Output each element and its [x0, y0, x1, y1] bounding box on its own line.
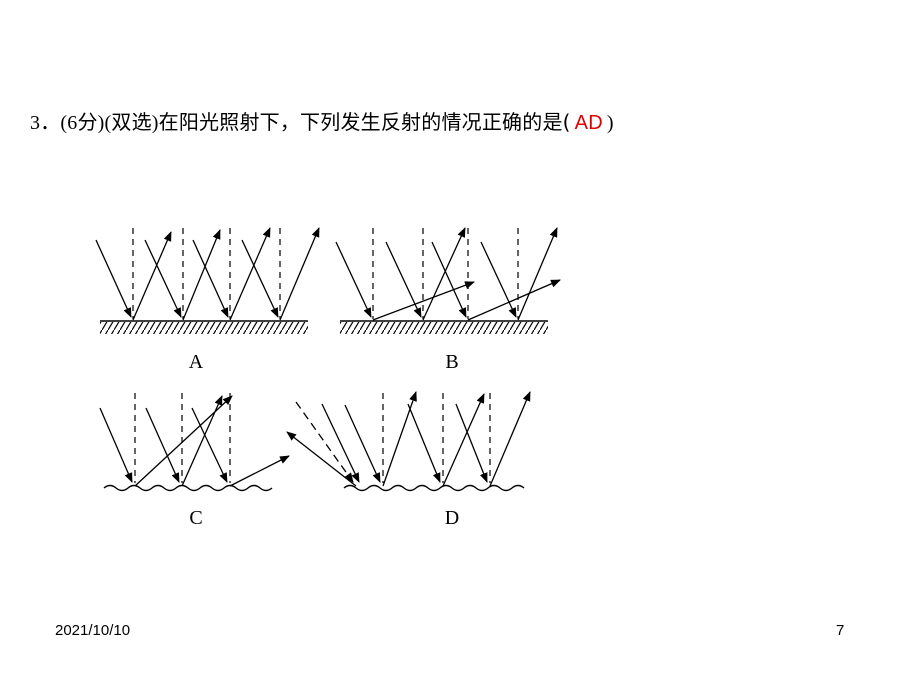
- footer-date: 2021/10/10: [55, 622, 131, 639]
- question-prefix: 3．(6分)(双选): [30, 112, 159, 134]
- reflected-ray: [382, 391, 417, 487]
- incident-ray: [191, 407, 228, 483]
- incident-ray: [241, 239, 279, 318]
- reflected-ray: [279, 227, 320, 321]
- water-surface-c: [103, 484, 273, 492]
- incident-ray: [95, 239, 132, 318]
- question-suffix: ): [606, 112, 614, 134]
- normals-b: [372, 228, 519, 319]
- diagram-a: A: [95, 227, 320, 373]
- reflected-ray: [517, 227, 558, 321]
- incident-ray: [431, 241, 467, 318]
- normals-c: [134, 393, 231, 483]
- incident-ray: [192, 239, 229, 318]
- answer-text: AD: [574, 112, 603, 134]
- incident-ray: [455, 403, 488, 483]
- reflected-ray: [229, 455, 290, 487]
- reflected-ray: [467, 279, 561, 321]
- incident-ray: [321, 403, 360, 483]
- question-text: 3．(6分)(双选)在阳光照射下，下列发生反射的情况正确的是(AD): [30, 106, 614, 135]
- label-d: D: [445, 507, 459, 529]
- incident-ray: [335, 241, 372, 318]
- normals-d: [382, 393, 491, 483]
- reflected-ray: [229, 227, 271, 321]
- diagram-d: D: [286, 391, 531, 529]
- incident-ray: [145, 407, 180, 483]
- mirror-hatch-b: [340, 322, 548, 334]
- normals-a: [132, 228, 281, 319]
- incident-ray: [480, 241, 517, 318]
- mirror-hatch-a: [100, 322, 308, 334]
- reflected-ray: [134, 395, 233, 487]
- reflected-ray: [286, 431, 357, 487]
- incident-ray: [407, 403, 441, 483]
- label-b: B: [445, 351, 458, 373]
- reflected-ray: [442, 393, 485, 487]
- incident-ray: [99, 407, 133, 483]
- incident-ray: [144, 239, 182, 318]
- diagram-c: C: [99, 393, 290, 529]
- reflected-ray: [132, 231, 172, 321]
- incident-ray: [385, 241, 422, 318]
- incident-ray: [344, 404, 381, 483]
- page-number: 7: [836, 622, 845, 639]
- diagram-b: B: [335, 227, 561, 373]
- question-body: 在阳光照射下，下列发生反射的情况正确的是(: [158, 110, 571, 134]
- reflected-ray: [181, 395, 223, 487]
- water-surface-d: [343, 484, 525, 492]
- incident-ray-dashed: [295, 401, 354, 483]
- label-c: C: [189, 507, 202, 529]
- label-a: A: [189, 351, 204, 373]
- reflected-ray: [422, 227, 466, 321]
- reflected-ray: [489, 391, 531, 487]
- reflected-ray: [182, 229, 221, 321]
- reflected-ray: [372, 281, 475, 321]
